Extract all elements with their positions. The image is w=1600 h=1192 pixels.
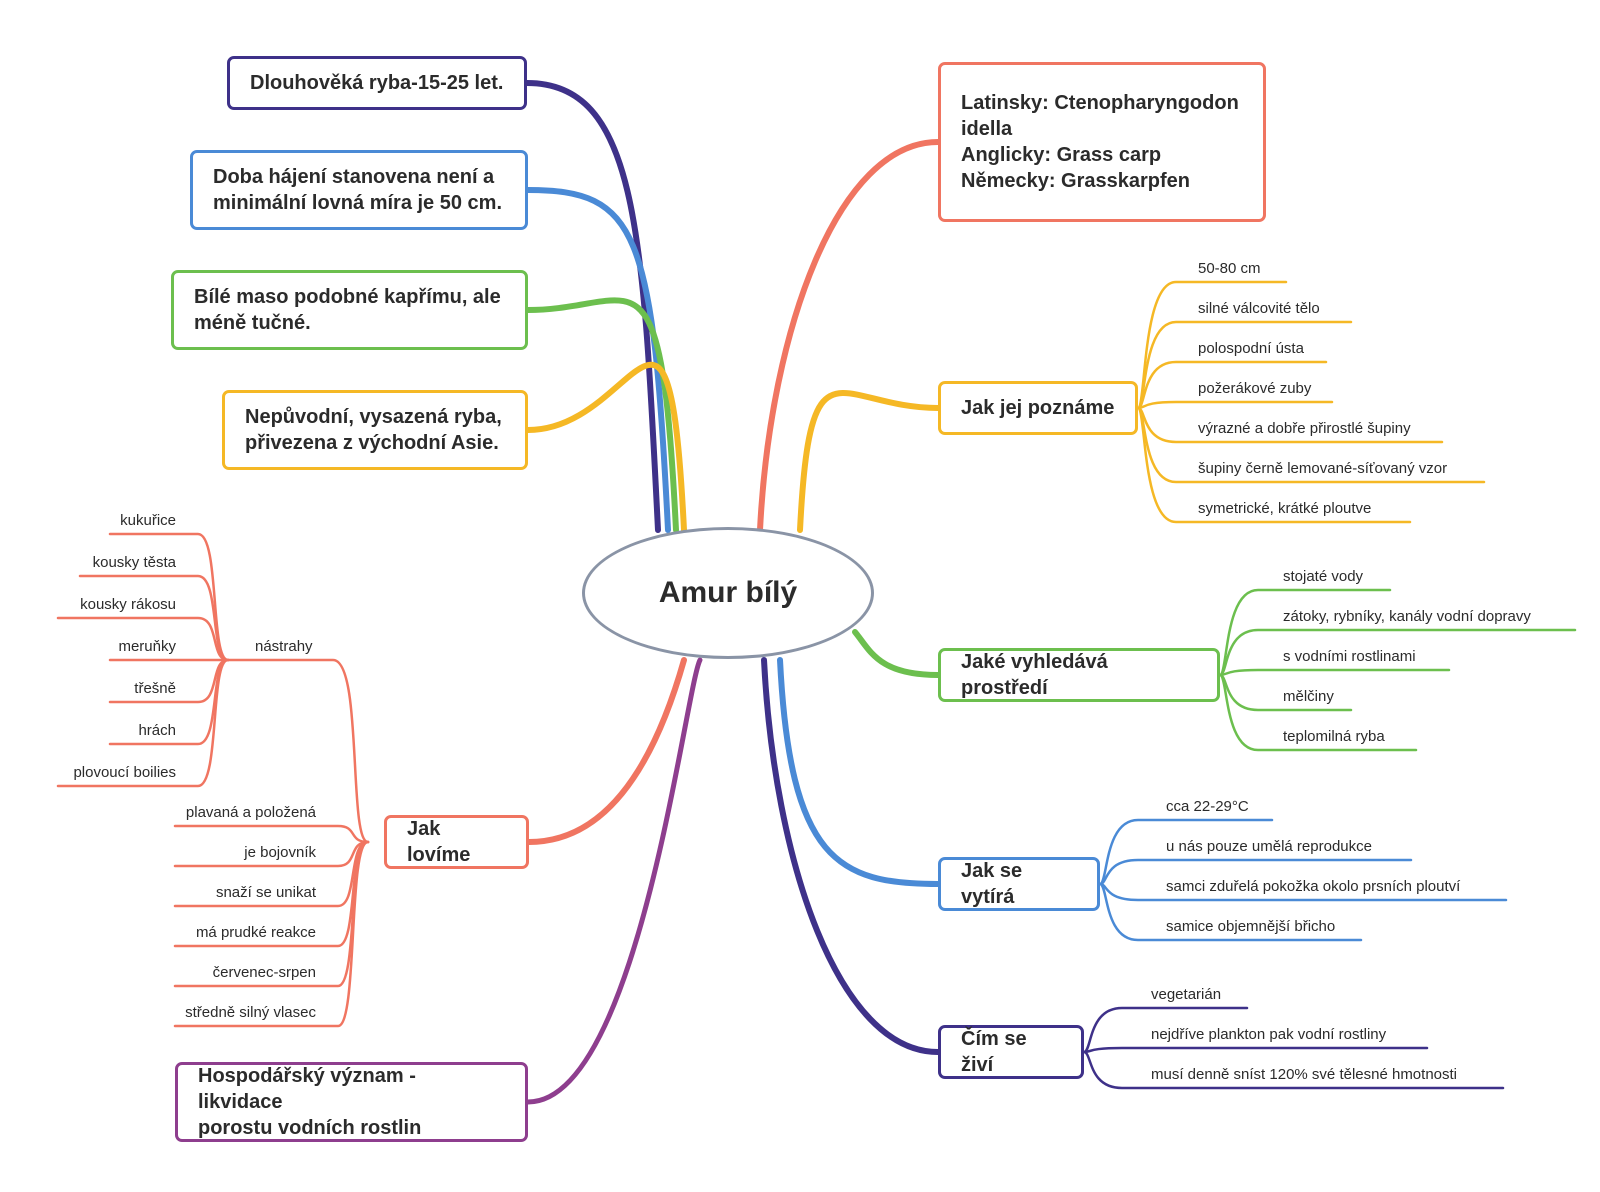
leaf-nastrahy[interactable]: meruňky <box>118 638 176 655</box>
leaf-nastrahy[interactable]: kousky těsta <box>92 554 176 571</box>
leaf-prostredi[interactable]: teplomilná ryba <box>1283 728 1385 745</box>
leaf-connector <box>1218 668 1451 677</box>
leaf-connector <box>1218 673 1418 752</box>
leaf-jak-lovime[interactable]: snaží se unikat <box>215 884 316 901</box>
leaf-prostredi[interactable]: zátoky, rybníky, kanály vodní dopravy <box>1283 608 1531 625</box>
topic-cim-se-zivi[interactable]: Čím se živí <box>938 1025 1084 1079</box>
leaf-connector <box>1082 1006 1249 1054</box>
topic-protection-period-label: Doba hájení stanovena není a minimální l… <box>213 166 503 214</box>
leaf-prostredi[interactable]: stojaté vody <box>1283 568 1364 585</box>
topic-connector <box>852 629 941 678</box>
leaf-connector <box>1136 400 1334 410</box>
leaf-connector <box>1136 360 1328 410</box>
leaf-jak-se-vytira[interactable]: u nás pouze umělá reprodukce <box>1166 838 1372 855</box>
leaf-connector <box>56 658 230 788</box>
topic-non-native[interactable]: Nepůvodní, vysazená ryba, přivezena z vý… <box>222 390 528 470</box>
leaf-jak-lovime[interactable]: plavaná a položená <box>185 804 316 821</box>
leaf-connector <box>1098 882 1363 942</box>
leaf-jak-jej-pozname[interactable]: symetrické, krátké ploutve <box>1198 500 1372 517</box>
leaf-prostredi[interactable]: s vodními rostlinami <box>1283 648 1416 665</box>
topic-connector <box>526 657 687 845</box>
topic-names-label: Latinsky: Ctenopharyngodon idella Anglic… <box>961 92 1239 192</box>
leaf-nastrahy[interactable]: hrách <box>138 722 176 739</box>
topic-connector <box>525 297 679 533</box>
topic-white-meat[interactable]: Bílé maso podobné kapřímu, ale méně tučn… <box>171 270 528 350</box>
leaf-cim-se-zivi[interactable]: vegetarián <box>1151 986 1222 1003</box>
leaf-connector <box>1082 1050 1505 1090</box>
topic-jak-jej-pozname[interactable]: Jak jej poznáme <box>938 381 1138 435</box>
topic-connector <box>797 390 941 533</box>
leaf-jak-jej-pozname[interactable]: požerákové zuby <box>1198 380 1312 397</box>
topic-prostredi[interactable]: Jaké vyhledává prostředí <box>938 648 1220 702</box>
topic-connector <box>525 657 703 1105</box>
topic-connector <box>777 657 941 887</box>
topic-jak-se-vytira[interactable]: Jak se vytírá <box>938 857 1100 911</box>
topic-names[interactable]: Latinsky: Ctenopharyngodon idella Anglic… <box>938 62 1266 222</box>
leaf-connector <box>1218 628 1577 677</box>
leaf-jak-jej-pozname[interactable]: silné válcovité tělo <box>1198 300 1320 317</box>
leaf-cim-se-zivi[interactable]: musí denně sníst 120% své tělesné hmotno… <box>1151 1066 1458 1083</box>
leaf-connector <box>78 574 230 662</box>
leaf-nastrahy[interactable]: plovoucí boilies <box>73 764 176 781</box>
leaf-connector <box>56 616 230 662</box>
topic-cim-se-zivi-label: Čím se živí <box>961 1028 1027 1076</box>
leaf-connector <box>1098 858 1413 886</box>
topic-prostredi-label: Jaké vyhledává prostředí <box>961 651 1108 699</box>
leaf-connector <box>1082 1046 1429 1054</box>
leaf-jak-lovime[interactable]: červenec-srpen <box>212 964 316 981</box>
leaf-jak-jej-pozname[interactable]: výrazné a dobře přirostlé šupiny <box>1198 420 1411 437</box>
topic-protection-period[interactable]: Doba hájení stanovena není a minimální l… <box>190 150 528 230</box>
leaf-jak-lovime[interactable]: středně silný vlasec <box>185 1004 316 1021</box>
leaf-connector <box>173 824 370 844</box>
leaf-prostredi[interactable]: mělčiny <box>1283 688 1334 705</box>
topic-non-native-label: Nepůvodní, vysazená ryba, přivezena z vý… <box>245 406 502 454</box>
leaf-jak-se-vytira[interactable]: samci zduřelá pokožka okolo prsních plou… <box>1166 878 1461 895</box>
leaf-jak-jej-pozname[interactable]: šupiny černě lemované-síťovaný vzor <box>1198 460 1448 477</box>
subtopic-connector <box>226 658 370 844</box>
leaf-cim-se-zivi[interactable]: nejdříve plankton pak vodní rostliny <box>1151 1026 1387 1043</box>
topic-economic-importance-label: Hospodářský význam - likvidace porostu v… <box>198 1065 422 1139</box>
topic-jak-jej-pozname-label: Jak jej poznáme <box>961 397 1115 419</box>
topic-connector <box>525 361 687 533</box>
leaf-connector <box>173 840 370 1028</box>
central-topic-label: Amur bílý <box>658 576 798 609</box>
topic-jak-lovime-label: Jak lovíme <box>407 818 471 866</box>
leaf-nastrahy[interactable]: třešně <box>134 680 176 697</box>
subtopic-nastrahy[interactable]: nástrahy <box>255 638 313 655</box>
topic-longevity-label: Dlouhověká ryba-15-25 let. <box>250 72 504 94</box>
topic-economic-importance[interactable]: Hospodářský význam - likvidace porostu v… <box>175 1062 528 1142</box>
topic-connector <box>524 80 661 533</box>
topic-jak-lovime[interactable]: Jak lovíme <box>384 815 529 869</box>
topic-connector <box>757 139 941 533</box>
topic-connector <box>525 187 671 533</box>
topic-connector <box>761 657 941 1055</box>
central-topic[interactable]: Amur bílý <box>582 527 874 659</box>
leaf-jak-lovime[interactable]: má prudké reakce <box>195 924 316 941</box>
leaf-nastrahy[interactable]: kousky rákosu <box>80 596 176 613</box>
leaf-nastrahy[interactable]: kukuřice <box>120 512 176 529</box>
topic-longevity[interactable]: Dlouhověká ryba-15-25 let. <box>227 56 527 110</box>
leaf-jak-se-vytira[interactable]: samice objemnější břicho <box>1166 918 1336 935</box>
topic-white-meat-label: Bílé maso podobné kapřímu, ale méně tučn… <box>194 286 501 334</box>
leaf-connector <box>1136 406 1412 524</box>
leaf-jak-jej-pozname[interactable]: polospodní ústa <box>1198 340 1304 357</box>
leaf-jak-lovime[interactable]: je bojovník <box>244 844 316 861</box>
leaf-jak-jej-pozname[interactable]: 50-80 cm <box>1198 260 1261 277</box>
leaf-jak-se-vytira[interactable]: cca 22-29°C <box>1166 798 1249 815</box>
topic-jak-se-vytira-label: Jak se vytírá <box>961 860 1023 908</box>
